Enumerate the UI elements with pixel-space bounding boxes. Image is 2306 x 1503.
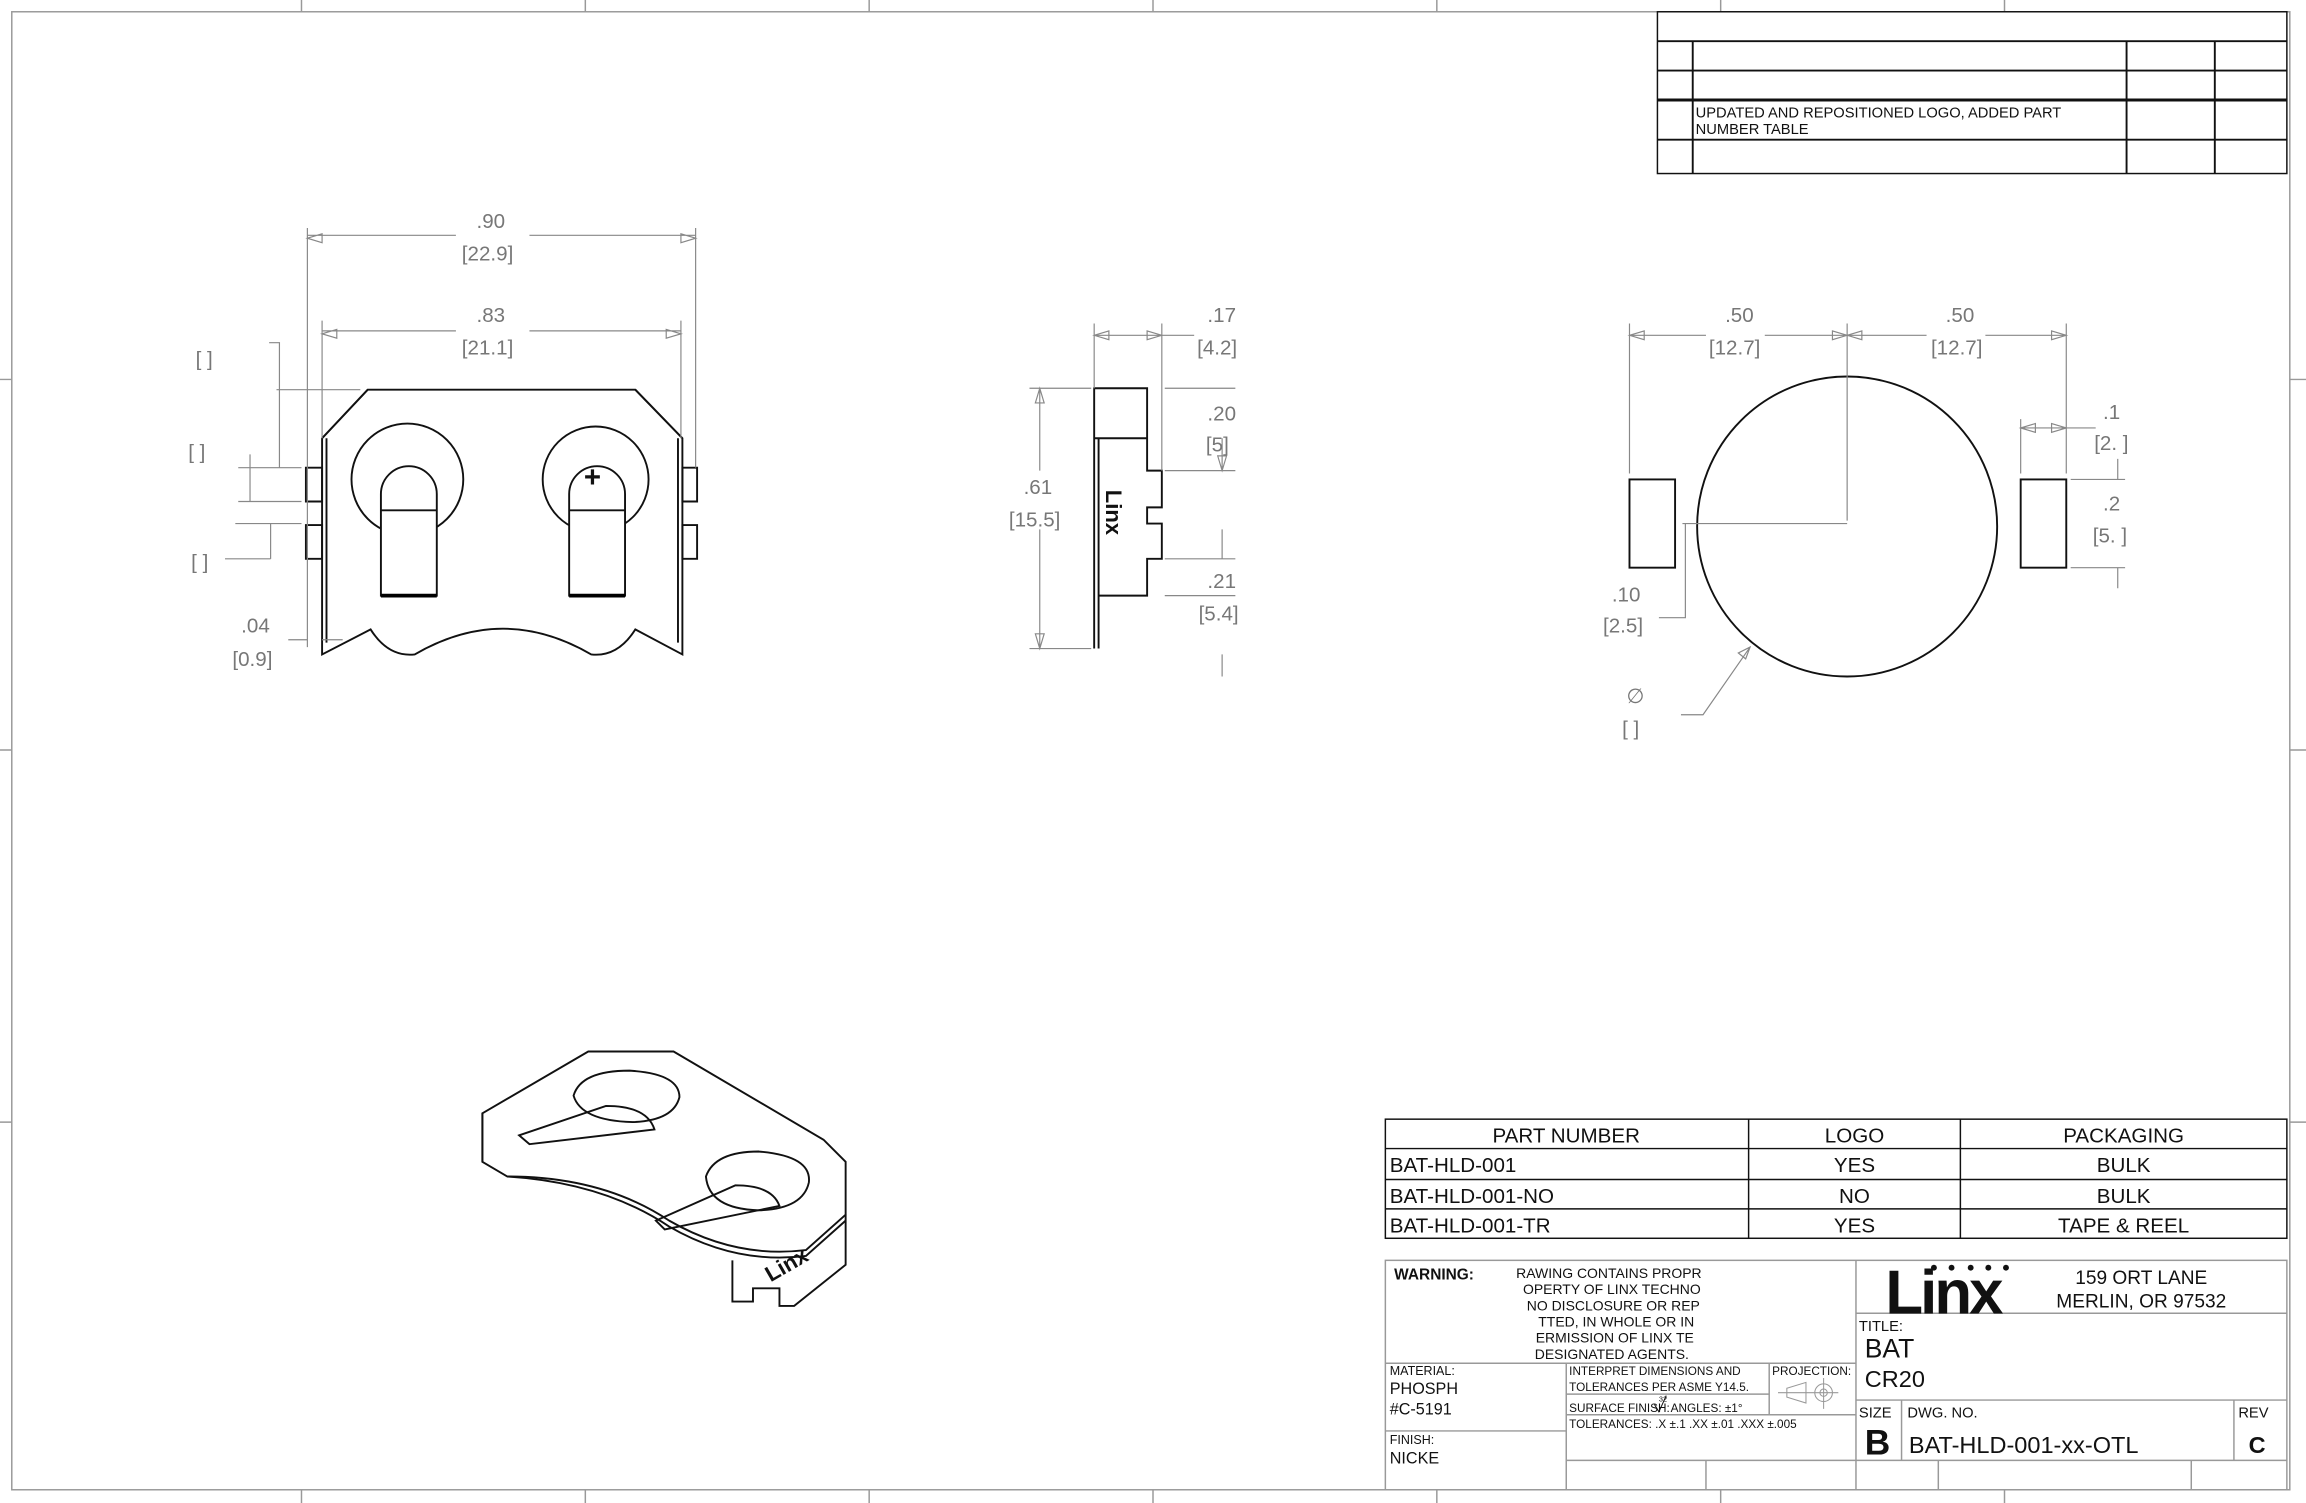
warning-text-line: ERMISSION OF LINX TE [1536, 1330, 1694, 1346]
dim-left-half: .50 [1725, 304, 1754, 327]
svg-text:Linx: Linx [1885, 1258, 2003, 1327]
title-label: TITLE: [1859, 1319, 1903, 1335]
finish-value: NICKE [1390, 1449, 1440, 1467]
table-row: BAT-HLD-001-TR YES TAPE & REEL [1390, 1214, 2189, 1237]
rev-value: C [2249, 1432, 2266, 1458]
positive-terminal-symbol: + [584, 461, 601, 494]
linx-logo: Linx [1885, 1258, 2009, 1327]
table-row: BAT-HLD-001 YES BULK [1390, 1154, 2151, 1177]
header-packaging: PACKAGING [2063, 1125, 2184, 1148]
dim-body-width: .83 [477, 304, 506, 327]
surface-finish-value: 32 [1659, 1395, 1667, 1404]
interpret-line-2: TOLERANCES PER ASME Y14.5. [1569, 1381, 1749, 1394]
side-logo: Linx [1101, 490, 1126, 536]
address-line-1: 159 ORT LANE [2075, 1268, 2207, 1289]
dim-tab-offset: .04 [241, 614, 270, 637]
title-block: WARNING: RAWING CONTAINS PROPR OPERTY OF… [1384, 1258, 2288, 1491]
revision-description: UPDATED AND REPOSITIONED LOGO, ADDED PAR… [1696, 106, 2062, 122]
cell-logo: YES [1834, 1154, 1875, 1177]
cell-part: BAT-HLD-001-TR [1390, 1214, 1551, 1237]
material-spec: #C-5191 [1390, 1401, 1452, 1419]
side-view: Linx .17 [4.2] .61 [15.5] .20 [5] .21 [5… [1009, 304, 1239, 677]
dim-tab-bottom: .21 [1207, 570, 1236, 593]
third-angle-projection-icon [1778, 1377, 1839, 1409]
projection-label: PROJECTION: [1772, 1365, 1851, 1378]
surface-finish-label: SURFACE FINISH: [1569, 1402, 1670, 1415]
dim-tab-bottom-mm: [5.4] [1199, 603, 1239, 626]
dim-pad-width: .1 [2103, 401, 2120, 424]
size-label: SIZE [1859, 1406, 1892, 1422]
dim-thickness-mm: [4.2] [1197, 336, 1237, 359]
warning-text-line: TTED, IN WHOLE OR IN [1538, 1314, 1694, 1330]
isometric-view: Linx [481, 1050, 847, 1307]
dim-pad-offset-mm: [2.5] [1603, 614, 1643, 637]
warning-text-line: RAWING CONTAINS PROPR [1516, 1265, 1701, 1281]
cell-part: BAT-HLD-001-NO [1390, 1185, 1554, 1208]
address-line-2: MERLIN, OR 97532 [2056, 1291, 2226, 1312]
material-label: MATERIAL: [1390, 1364, 1455, 1378]
cell-part: BAT-HLD-001 [1390, 1154, 1517, 1177]
size-value: B [1865, 1423, 1890, 1462]
title-line-2: CR20 [1865, 1366, 1925, 1392]
dim-overall-width: .90 [477, 210, 506, 233]
dwg-no-value: BAT-HLD-001-xx-OTL [1909, 1432, 2139, 1458]
warning-text-line: DESIGNATED AGENTS. [1535, 1346, 1689, 1362]
dim-pad-height: .2 [2103, 492, 2120, 515]
cell-logo: YES [1834, 1214, 1875, 1237]
dim-blank-2: [ ] [188, 441, 205, 464]
warning-text-line: OPERTY OF LINX TECHNO [1523, 1281, 1701, 1297]
dim-left-half-mm: [12.7] [1709, 336, 1761, 359]
material-value: PHOSPH [1390, 1380, 1458, 1398]
dim-pad-width-mm: [2. ] [2094, 432, 2128, 455]
warning-text-line: NO DISCLOSURE OR REP [1527, 1297, 1700, 1313]
dim-tab-top-mm: [5] [1206, 433, 1229, 456]
dim-pad-height-mm: [5. ] [2093, 525, 2127, 548]
angles-tolerance: ANGLES: ±1° [1671, 1402, 1743, 1415]
dim-tab-offset-mm: [0.9] [232, 648, 272, 671]
footprint-view: .50 [12.7] .50 [12.7] .1 [2. ] .2 [5. ] … [1603, 304, 2129, 740]
dwg-no-label: DWG. NO. [1907, 1406, 1977, 1422]
dim-diameter-symbol: ∅ [1627, 685, 1645, 708]
cell-packaging: BULK [2097, 1154, 2151, 1177]
interpret-line-1: INTERPRET DIMENSIONS AND [1569, 1365, 1741, 1378]
dim-right-half: .50 [1946, 304, 1975, 327]
revision-table: UPDATED AND REPOSITIONED LOGO, ADDED PAR… [1656, 11, 2288, 175]
dim-tab-top: .20 [1207, 403, 1236, 426]
dim-height-mm: [15.5] [1009, 508, 1061, 531]
dim-right-half-mm: [12.7] [1931, 336, 1983, 359]
dim-blank-3: [ ] [191, 551, 208, 574]
cell-packaging: BULK [2097, 1185, 2151, 1208]
cell-logo: NO [1839, 1185, 1870, 1208]
revision-description-cont: NUMBER TABLE [1696, 122, 1809, 138]
header-part-number: PART NUMBER [1492, 1125, 1640, 1148]
part-number-table: PART NUMBER LOGO PACKAGING BAT-HLD-001 Y… [1384, 1118, 2288, 1240]
cell-packaging: TAPE & REEL [2058, 1214, 2189, 1237]
finish-label: FINISH: [1390, 1433, 1434, 1447]
title-line-1: BAT [1865, 1333, 1915, 1363]
dim-overall-width-mm: [22.9] [462, 242, 513, 265]
warning-label: WARNING: [1394, 1266, 1474, 1283]
dim-pad-offset: .10 [1612, 583, 1641, 606]
rev-label: REV [2238, 1406, 2268, 1422]
dim-blank-1: [ ] [196, 348, 213, 371]
front-view: + .90 [22.9] .83 [21.1] [ ] [ ] [ ] .04 … [188, 210, 699, 671]
dim-thickness: .17 [1207, 304, 1236, 327]
tolerances: TOLERANCES: .X ±.1 .XX ±.01 .XXX ±.005 [1569, 1418, 1797, 1431]
dim-height: .61 [1024, 476, 1053, 499]
surface-finish-icon [1654, 1395, 1667, 1413]
dim-body-width-mm: [21.1] [462, 336, 513, 359]
header-logo: LOGO [1825, 1125, 1884, 1148]
dim-diameter-mm: [ ] [1622, 717, 1639, 740]
iso-logo: Linx [761, 1242, 813, 1287]
table-row: BAT-HLD-001-NO NO BULK [1390, 1185, 2151, 1208]
